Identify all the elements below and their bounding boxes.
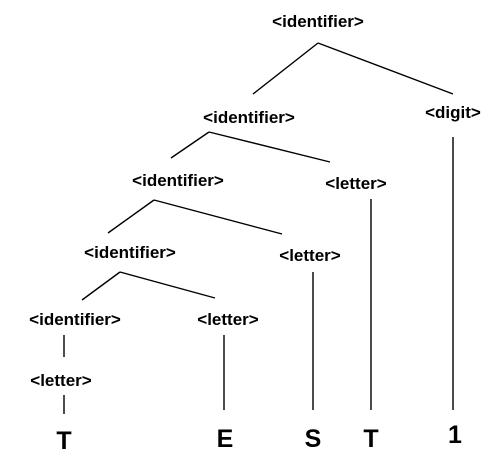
edge-identifier4-to-identifier5: [81, 271, 121, 301]
node-letter-for-e: <letter>: [197, 310, 258, 329]
edge-root-to-digit: [317, 42, 454, 95]
leaf-s: S: [305, 425, 322, 453]
edge-identifier2-to-letter: [208, 131, 331, 163]
edge-identifier3-to-identifier4: [107, 199, 155, 234]
leaf-t-second: T: [363, 425, 378, 453]
node-letter-for-s: <letter>: [279, 246, 340, 265]
node-root-identifier: <identifier>: [272, 12, 364, 31]
node-identifier-level4: <identifier>: [84, 243, 176, 262]
node-identifier-level3: <identifier>: [132, 171, 224, 190]
tree-nodes: <identifier> <identifier> <digit> <ident…: [29, 12, 481, 390]
node-letter-for-t-first: <letter>: [30, 371, 91, 390]
node-identifier-level5: <identifier>: [29, 310, 121, 329]
edge-identifier2-to-identifier3: [170, 131, 210, 159]
edge-identifier3-to-letter: [153, 199, 283, 235]
leaf-e: E: [217, 425, 234, 453]
leaf-one: 1: [448, 421, 462, 449]
tree-leaves: T E S T 1: [56, 421, 462, 455]
tree-edges: [63, 42, 454, 414]
node-identifier-level2: <identifier>: [203, 108, 295, 127]
leaf-t-first: T: [56, 427, 71, 455]
node-digit: <digit>: [425, 103, 481, 122]
node-letter-for-t-second: <letter>: [325, 174, 386, 193]
edge-root-to-identifier: [252, 42, 319, 95]
edge-identifier4-to-letter: [119, 271, 216, 299]
